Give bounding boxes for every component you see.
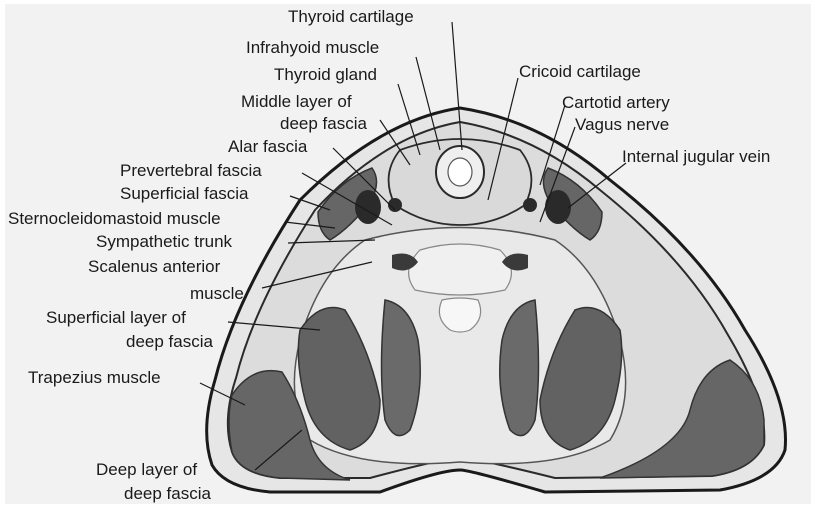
label-middle-layer-1: Middle layer of — [241, 92, 352, 111]
spinal-canal — [439, 298, 480, 332]
label-superficial-layer-2: deep fascia — [126, 332, 213, 351]
label-superficial-fascia: Superficial fascia — [120, 184, 249, 203]
right-carotid-artery — [523, 198, 537, 212]
label-vagus-nerve: Vagus nerve — [575, 115, 669, 134]
label-carotid-artery: Cartotid artery — [562, 93, 670, 112]
label-sympathetic-trunk: Sympathetic trunk — [96, 232, 233, 251]
label-scalenus-1: Scalenus anterior — [88, 257, 221, 276]
larynx-lumen — [448, 158, 472, 186]
label-deep-layer-2: deep fascia — [124, 484, 211, 503]
right-internal-jugular-vein — [545, 190, 571, 224]
vertebral-body — [409, 244, 512, 295]
label-sternocleidomastoid-muscle: Sternocleidomastoid muscle — [8, 209, 221, 228]
label-prevertebral-fascia: Prevertebral fascia — [120, 161, 262, 180]
label-alar-fascia: Alar fascia — [228, 137, 308, 156]
label-middle-layer-2: deep fascia — [280, 114, 367, 133]
label-cricoid-cartilage: Cricoid cartilage — [519, 62, 641, 81]
left-internal-jugular-vein — [355, 190, 381, 224]
label-infrahyoid-muscle: Infrahyoid muscle — [246, 38, 379, 57]
label-superficial-layer-1: Superficial layer of — [46, 308, 186, 327]
label-deep-layer-1: Deep layer of — [96, 460, 197, 479]
label-scalenus-2: muscle — [190, 284, 244, 303]
label-thyroid-cartilage: Thyroid cartilage — [288, 7, 414, 26]
label-trapezius-muscle: Trapezius muscle — [28, 368, 161, 387]
label-thyroid-gland: Thyroid gland — [274, 65, 377, 84]
label-internal-jugular-vein: Internal jugular vein — [622, 147, 770, 166]
